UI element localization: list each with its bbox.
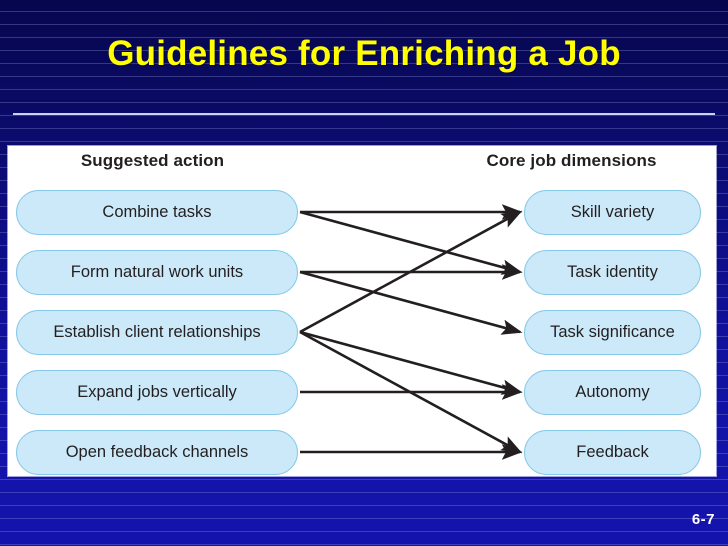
node-skill-variety[interactable]: Skill variety — [524, 190, 701, 235]
right-column-header: Core job dimensions — [486, 151, 657, 170]
node-task-identity[interactable]: Task identity — [524, 250, 701, 295]
node-establish-client-relationships[interactable]: Establish client relationships — [16, 310, 298, 355]
node-autonomy[interactable]: Autonomy — [524, 370, 701, 415]
node-feedback[interactable]: Feedback — [524, 430, 701, 475]
diagram-panel: Suggested action Core job dimensions Com… — [8, 146, 716, 476]
node-open-feedback-channels[interactable]: Open feedback channels — [16, 430, 298, 475]
node-combine-tasks[interactable]: Combine tasks — [16, 190, 298, 235]
node-task-significance[interactable]: Task significance — [524, 310, 701, 355]
node-expand-jobs-vertically[interactable]: Expand jobs vertically — [16, 370, 298, 415]
node-form-natural-work-units[interactable]: Form natural work units — [16, 250, 298, 295]
title-divider — [13, 113, 715, 115]
page-number: 6-7 — [691, 511, 715, 528]
left-column-header: Suggested action — [80, 151, 225, 170]
slide-title-bar: Guidelines for Enriching a Job — [0, 34, 728, 74]
page-title: Guidelines for Enriching a Job — [107, 34, 621, 73]
